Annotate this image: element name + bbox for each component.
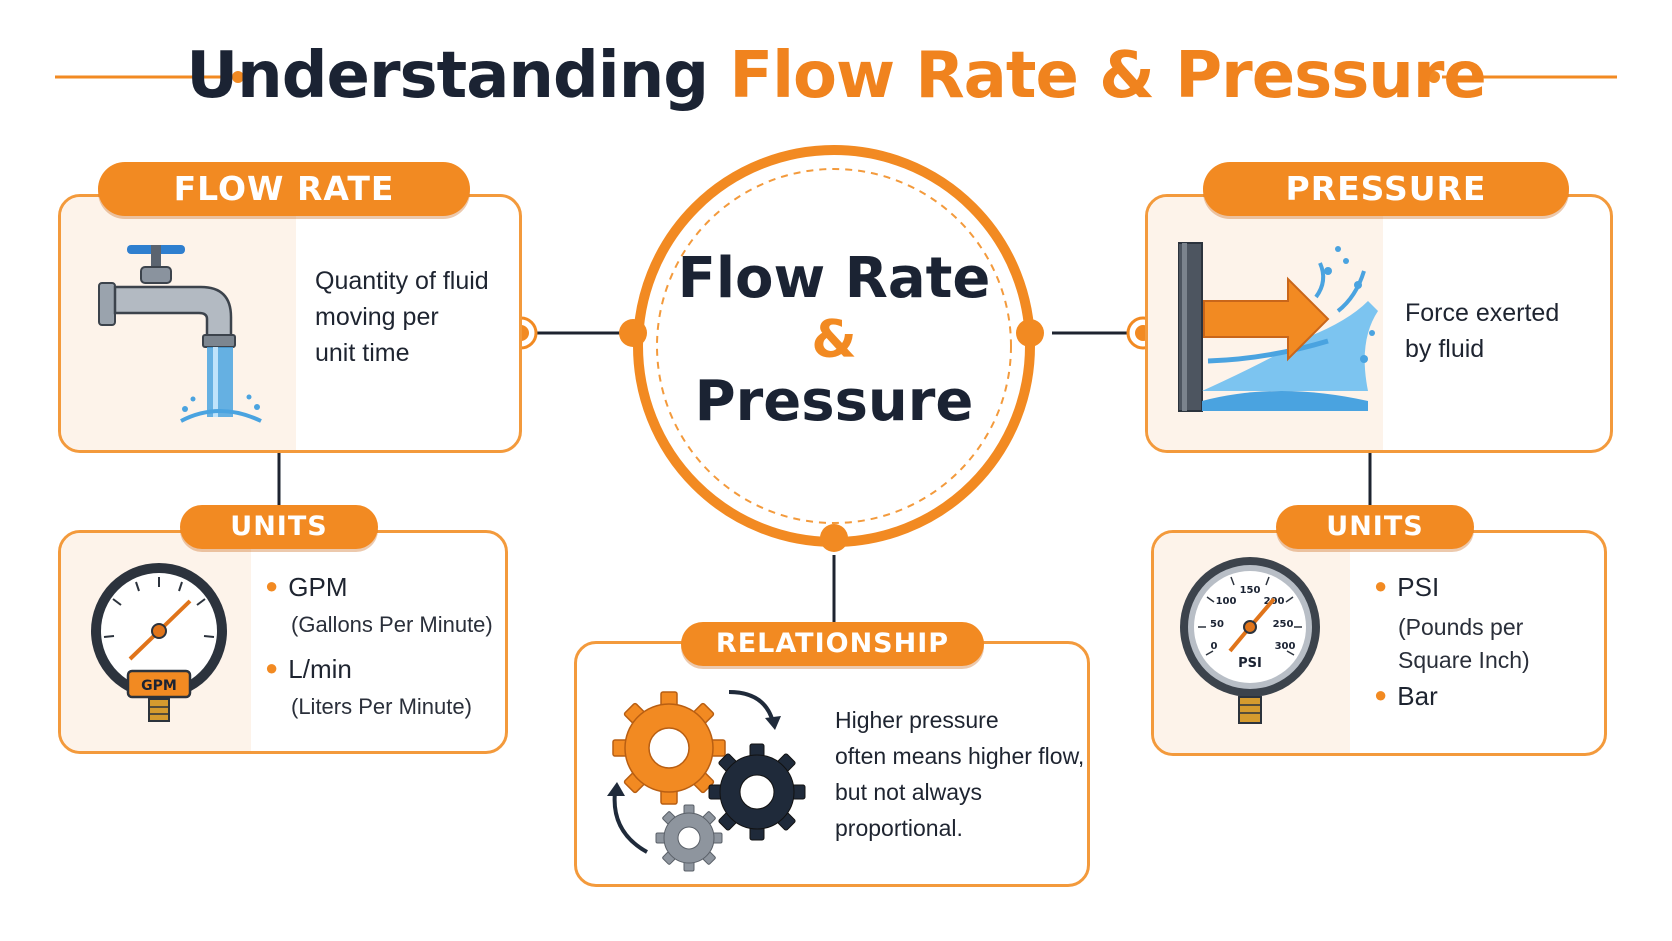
pressure-label: PRESSURE bbox=[1203, 162, 1569, 216]
flow-unit-2-name: L/min bbox=[288, 654, 352, 684]
title-part2: Flow Rate & Pressure bbox=[729, 39, 1486, 113]
pressure-unit-1: ● PSI bbox=[1374, 572, 1439, 603]
relationship-desc-line: often means higher flow, bbox=[835, 743, 1085, 769]
flow-rate-card: Quantity of fluid moving per unit time bbox=[58, 194, 522, 453]
relationship-label: RELATIONSHIP bbox=[681, 622, 984, 666]
flow-unit-1-detail: (Gallons Per Minute) bbox=[291, 612, 493, 637]
flow-rate-label: FLOW RATE bbox=[98, 162, 470, 216]
psi-gauge-icon: 0 50 100 150 200 250 300 PSI bbox=[1180, 557, 1320, 724]
relationship-desc-line: Higher pressure bbox=[835, 707, 999, 733]
flow-unit-1: ● GPM bbox=[265, 572, 348, 603]
gears-icon bbox=[607, 690, 806, 872]
relationship-card: Higher pressure often means higher flow,… bbox=[574, 641, 1090, 887]
flow-rate-desc-line: unit time bbox=[315, 339, 410, 367]
page-title: Understanding Flow Rate & Pressure bbox=[0, 28, 1672, 124]
pressure-unit-1-detail-line: Square Inch) bbox=[1398, 647, 1530, 673]
pressure-unit-2-name: Bar bbox=[1397, 681, 1438, 711]
flow-rate-desc-line: Quantity of fluid bbox=[315, 267, 489, 295]
flow-units-label: UNITS bbox=[180, 505, 378, 549]
pressure-unit-1-detail: (Pounds per Square Inch) bbox=[1398, 611, 1530, 677]
pressure-description: Force exerted by fluid bbox=[1405, 295, 1605, 367]
gpm-gauge-label: GPM bbox=[141, 678, 177, 694]
water-splash-wall-icon bbox=[1178, 242, 1378, 412]
relationship-description: Higher pressure often means higher flow,… bbox=[835, 702, 1085, 846]
psi-tick: 300 bbox=[1275, 641, 1296, 652]
bullet-dot: ● bbox=[265, 655, 279, 680]
pressure-unit-2: ● Bar bbox=[1374, 681, 1438, 712]
flow-rate-desc-line: moving per bbox=[315, 303, 439, 331]
relationship-desc-line: proportional. bbox=[835, 815, 963, 841]
psi-tick: 100 bbox=[1216, 596, 1237, 607]
relationship-desc-line: but not always bbox=[835, 779, 983, 805]
faucet-icon bbox=[98, 245, 262, 423]
bullet-dot: ● bbox=[1374, 573, 1388, 598]
bullet-dot: ● bbox=[1374, 682, 1388, 707]
pressure-card: Force exerted by fluid bbox=[1145, 194, 1613, 453]
gpm-gauge-icon: GPM bbox=[91, 563, 227, 722]
pressure-desc-line: Force exerted bbox=[1405, 299, 1560, 327]
flow-unit-2-detail: (Liters Per Minute) bbox=[291, 694, 472, 719]
psi-gauge-label: PSI bbox=[1238, 656, 1262, 671]
psi-tick: 0 bbox=[1211, 641, 1218, 652]
pressure-units-card: 0 50 100 150 200 250 300 PSI ● PSI (Pound… bbox=[1151, 530, 1607, 756]
center-line2: & bbox=[811, 310, 857, 370]
psi-tick: 150 bbox=[1240, 585, 1261, 596]
psi-tick: 50 bbox=[1210, 619, 1224, 630]
pressure-unit-1-detail-line: (Pounds per bbox=[1398, 614, 1524, 640]
title-decoration bbox=[55, 71, 1617, 83]
flow-units-card: GPM ● GPM (Gallons Per Minute) ● L/min (Li… bbox=[58, 530, 508, 754]
title-part1: Understanding bbox=[186, 39, 730, 113]
center-line1: Flow Rate bbox=[677, 246, 991, 311]
flow-rate-description: Quantity of fluid moving per unit time bbox=[315, 263, 515, 371]
flow-unit-1-name: GPM bbox=[288, 572, 348, 602]
flow-unit-2: ● L/min bbox=[265, 654, 352, 685]
center-line3: Pressure bbox=[694, 369, 974, 434]
pressure-units-label: UNITS bbox=[1276, 505, 1474, 549]
psi-tick: 250 bbox=[1273, 619, 1294, 630]
bullet-dot: ● bbox=[265, 573, 279, 598]
pressure-unit-1-name: PSI bbox=[1397, 572, 1440, 602]
pressure-desc-line: by fluid bbox=[1405, 335, 1485, 363]
center-circle: Flow Rate & Pressure bbox=[630, 142, 1038, 550]
